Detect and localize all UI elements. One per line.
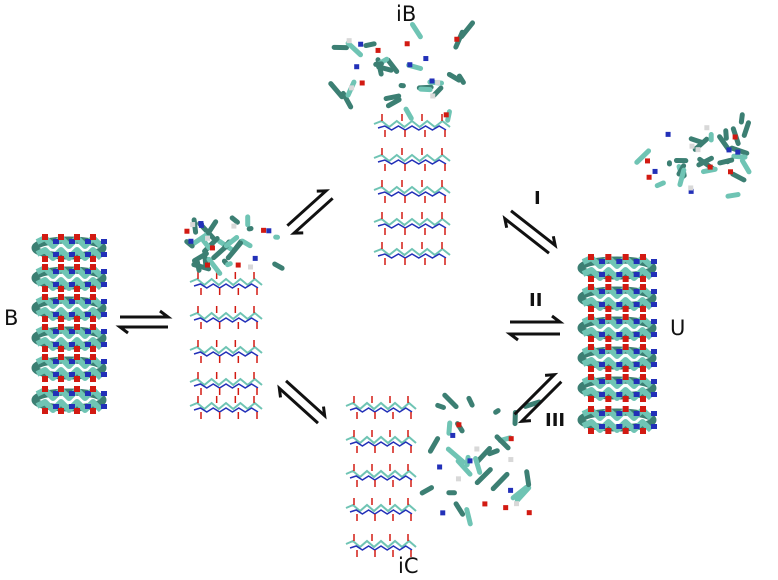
state-label-ib: iB (396, 2, 417, 26)
molecule-stack-b (31, 234, 107, 414)
free-peptide-top-right (634, 112, 752, 199)
peptide-ring-u (577, 254, 657, 282)
peptide-ring-u (577, 314, 657, 342)
state-label-u: U (670, 316, 686, 340)
peptide-wire-ic (345, 430, 417, 453)
peptide-ring-b (31, 324, 107, 352)
peptide-wire-intermediate (189, 340, 263, 363)
state-label-ic: iC (398, 554, 419, 578)
pathway-label-ii: II (529, 290, 543, 311)
molecule-stack-intermediate (189, 272, 263, 419)
peptide-wire-ic (345, 396, 417, 419)
peptide-wire-ic (345, 498, 417, 521)
molecule-stack-u (577, 254, 657, 434)
peptide-wire-ic (345, 534, 417, 557)
peptide-wire-intermediate (189, 396, 263, 419)
peptide-ring-u (577, 284, 657, 312)
peptide-wire-ic (345, 464, 417, 487)
equilibrium-arrow-b-intermediate (115, 309, 173, 335)
peptide-wire-ib (373, 180, 451, 203)
equilibrium-arrows (115, 189, 565, 425)
peptide-ring-b (31, 386, 107, 414)
equilibrium-arrow-center-u (505, 314, 565, 342)
pathway-label-iii: III (545, 410, 566, 431)
equilibrium-arrow-ic-u (513, 372, 563, 424)
peptide-ring-b (31, 354, 107, 382)
peptide-wire-ib (373, 212, 451, 235)
peptide-wire-intermediate (189, 306, 263, 329)
peptide-cluster-intermediate (184, 214, 285, 276)
molecule-stack-ic (345, 396, 417, 557)
peptide-ring-u (577, 344, 657, 372)
peptide-wire-intermediate (189, 272, 263, 295)
equilibrium-arrow-intermediate-ib (286, 189, 334, 235)
equilibrium-arrow-ib-u (502, 209, 558, 255)
molecule-stack-ib (373, 114, 451, 265)
peptide-wire-intermediate (189, 372, 263, 395)
state-label-b: B (4, 306, 19, 330)
peptide-wire-ib (373, 114, 451, 137)
equilibrium-arrow-intermediate-ic (277, 379, 327, 425)
peptide-wire-ib (373, 148, 451, 171)
peptide-cluster-ib (328, 20, 476, 123)
pathway-label-i: I (534, 188, 541, 209)
peptide-ring-u (577, 406, 657, 434)
peptide-ring-b (31, 264, 107, 292)
peptide-ring-u (577, 374, 657, 402)
peptide-wire-ib (373, 242, 451, 265)
peptide-ring-b (31, 294, 107, 322)
peptide-ring-b (31, 234, 107, 262)
peptide-cluster-ic (419, 392, 542, 527)
